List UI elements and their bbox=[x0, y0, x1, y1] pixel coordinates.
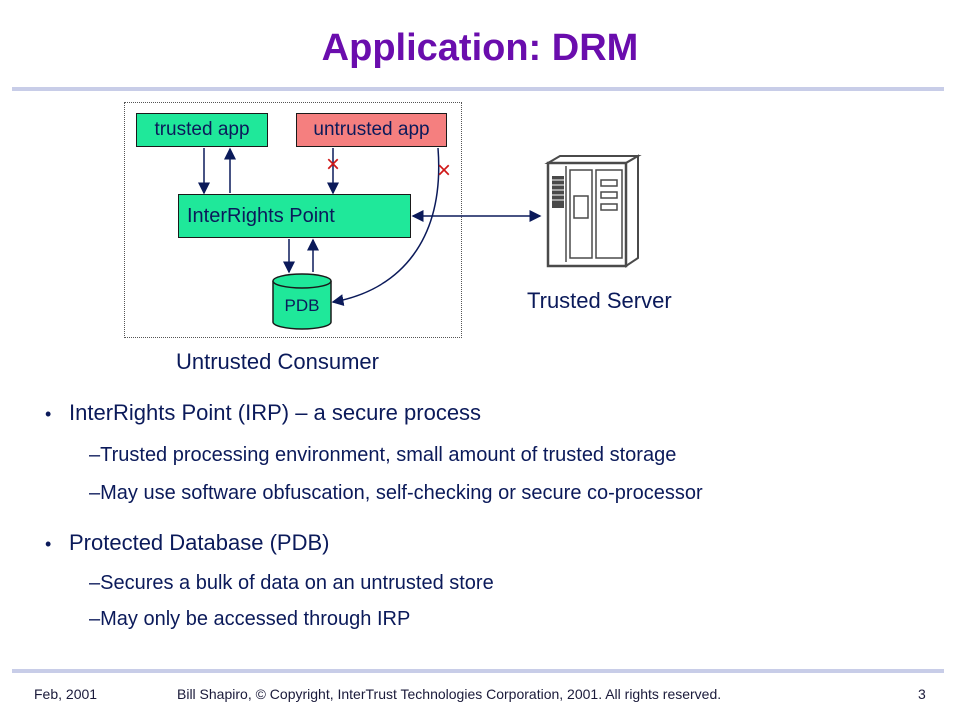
pdb-label: PDB bbox=[285, 296, 320, 315]
untrusted-app-to-pdb-arrow bbox=[331, 147, 440, 307]
sub-bullet-item: –Secures a bulk of data on an untrusted … bbox=[89, 572, 494, 594]
server-icon bbox=[544, 154, 642, 268]
blocked-x-icon: × bbox=[437, 157, 451, 184]
bullet-glyph: • bbox=[45, 404, 52, 424]
bullet-text: InterRights Point (IRP) – a secure proce… bbox=[69, 400, 482, 425]
footer-copyright: Bill Shapiro, © Copyright, InterTrust Te… bbox=[177, 686, 722, 702]
title-divider bbox=[12, 87, 944, 91]
bullet-text: Protected Database (PDB) bbox=[69, 530, 330, 555]
blocked-x-icon: × bbox=[326, 151, 340, 178]
footer-date: Feb, 2001 bbox=[34, 686, 98, 702]
trusted-server-label: Trusted Server bbox=[527, 288, 672, 313]
bullet-item: • InterRights Point (IRP) – a secure proc… bbox=[45, 400, 481, 426]
interrights-point-box: InterRights Point bbox=[178, 194, 411, 238]
slide-title: Application: DRM bbox=[321, 27, 639, 69]
sub-bullet-item: –Trusted processing environment, small a… bbox=[89, 444, 677, 466]
sub-bullet-item: –May use software obfuscation, self-chec… bbox=[89, 482, 703, 504]
footer-divider bbox=[12, 669, 944, 673]
bullet-item: • Protected Database (PDB) bbox=[45, 530, 329, 556]
trusted-app-box: trusted app bbox=[136, 113, 268, 147]
sub-bullet-item: –May only be accessed through IRP bbox=[89, 608, 411, 630]
footer-page-number: 3 bbox=[918, 686, 926, 702]
bullet-glyph: • bbox=[45, 534, 52, 554]
untrusted-app-box: untrusted app bbox=[296, 113, 447, 147]
pdb-database-icon bbox=[272, 273, 332, 330]
untrusted-consumer-label: Untrusted Consumer bbox=[176, 349, 379, 374]
